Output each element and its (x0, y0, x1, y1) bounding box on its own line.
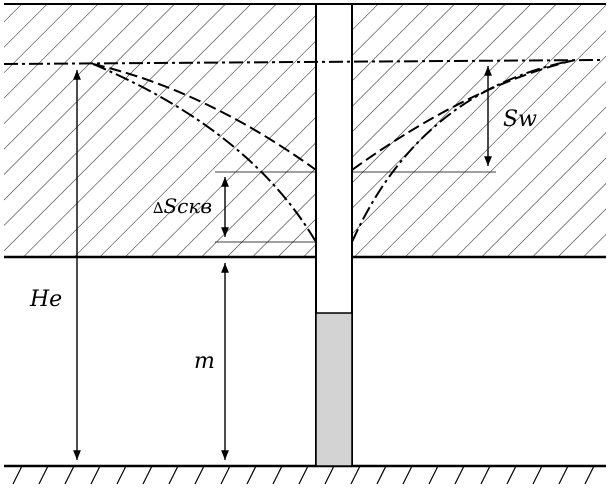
sw-label: Sw (503, 107, 537, 132)
drawdown-curve-left-dashed (92, 63, 317, 171)
dscv-label: ∆Sскв (153, 194, 212, 218)
hatched-layer-right (352, 4, 606, 257)
drawdown-curve-right-dashdot (351, 59, 576, 243)
bottom-ground-hatch (12, 465, 595, 485)
he-label: He (29, 287, 62, 312)
well-screen-filter (315, 312, 353, 467)
m-label: m (194, 349, 215, 374)
drawdown-curve-left-dashdot (92, 63, 317, 243)
hatched-layer-left (4, 4, 316, 257)
drawdown-curve-right-dashed (351, 59, 576, 171)
dscv-delta-symbol: ∆ (153, 199, 163, 217)
